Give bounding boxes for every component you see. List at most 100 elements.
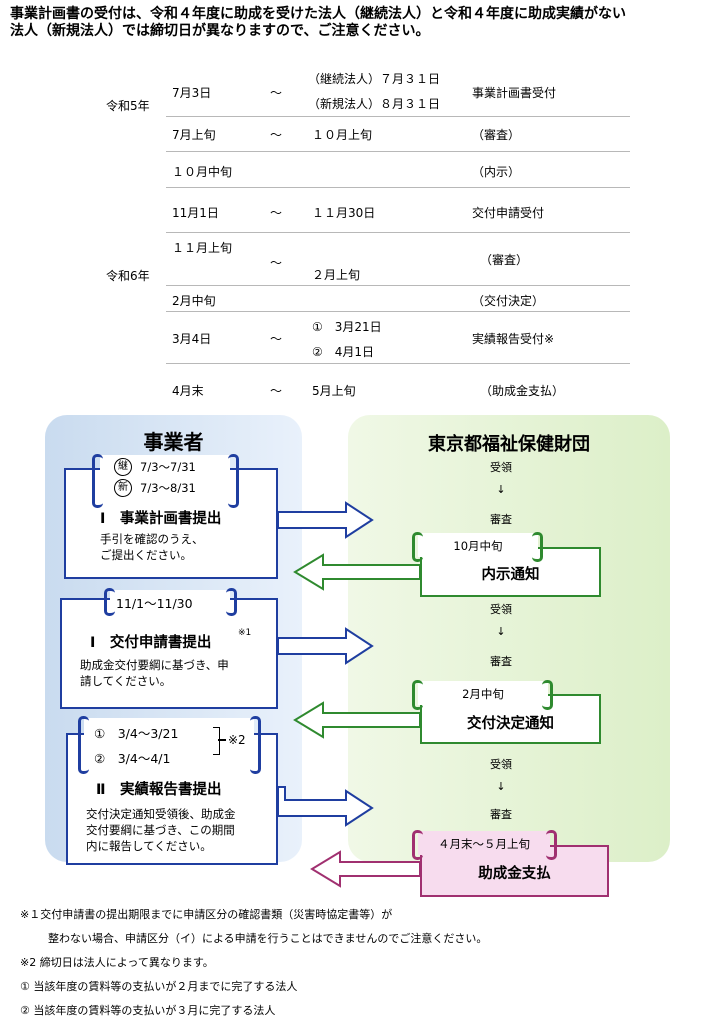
schedule-end: （継続法人）７月３１日	[308, 72, 441, 86]
bracket-left	[104, 588, 115, 616]
grant-application-box	[60, 598, 278, 709]
report-date-2: ② 3/4～4/1	[94, 751, 171, 766]
desc-line: 助成金交付要綱に基づき、申	[80, 658, 229, 672]
schedule-tilde: ～	[270, 206, 283, 220]
application-date-panel	[110, 590, 230, 612]
grant-application-desc: 助成金交付要綱に基づき、申 請してください。	[80, 657, 229, 689]
submit-arrow-3	[277, 786, 374, 827]
review-label: 審査	[490, 655, 512, 668]
continuing-date: 7/3～7/31	[140, 460, 196, 474]
continuing-badge: 継	[114, 458, 132, 476]
schedule-desc: （審査）	[472, 128, 521, 142]
row-divider	[166, 151, 630, 152]
schedule-desc: 交付申請受付	[472, 206, 545, 220]
decision-date: 2月中旬	[462, 687, 504, 701]
preliminary-notice-title: 内示通知	[481, 567, 540, 583]
schedule-start: 7月上旬	[172, 128, 216, 142]
note-mark-1: ※1	[238, 628, 252, 638]
note-1a: ※１交付申請書の提出期限までに申請区分の確認書類（災害時協定書等）が	[20, 908, 393, 921]
desc-line: 交付決定通知受領後、助成金	[86, 807, 236, 821]
row-divider	[166, 187, 630, 188]
report-date-1: ① 3/4～3/21	[94, 726, 179, 741]
down-arrow: ↓	[496, 625, 506, 638]
schedule-start: １１月上旬	[172, 241, 233, 255]
row-divider	[166, 311, 630, 312]
schedule-end: ① 3月21日	[312, 320, 382, 334]
payment-date-panel	[418, 831, 550, 855]
received-label: 受領	[490, 461, 512, 474]
row-divider	[166, 116, 630, 117]
applicant-title: 事業者	[143, 430, 204, 454]
notice-arrow-2	[293, 701, 421, 739]
year-reiwa6: 令和6年	[106, 269, 150, 283]
schedule-start: 4月末	[172, 384, 204, 398]
schedule-tilde: ～	[270, 128, 283, 142]
decision-date-panel	[418, 681, 548, 705]
payment-title: 助成金支払	[478, 866, 551, 882]
down-arrow: ↓	[496, 780, 506, 793]
new-date: 7/3～8/31	[140, 481, 196, 495]
review-label: 審査	[490, 808, 512, 821]
down-arrow: ↓	[496, 483, 506, 496]
schedule-desc: 事業計画書受付	[472, 86, 557, 100]
bracket-left	[78, 716, 89, 774]
schedule-tilde: ～	[270, 86, 283, 100]
note-mark-2: ※2	[228, 733, 246, 747]
schedule-end: １０月上旬	[312, 128, 373, 142]
bracket-right	[250, 716, 261, 774]
desc-line: 交付要綱に基づき、この期間	[86, 823, 235, 837]
row-divider	[166, 285, 630, 286]
intro-line-2: 法人（新規法人）では締切日が異なりますので、ご注意ください。	[10, 23, 430, 39]
schedule-desc: 実績報告受付※	[472, 332, 555, 346]
received-label: 受領	[490, 603, 512, 616]
bracket-left	[412, 532, 423, 562]
notice-date: 10月中旬	[453, 539, 503, 553]
bracket-left	[92, 454, 103, 508]
footnotes: ※１交付申請書の提出期限までに申請区分の確認書類（災害時協定書等）が 整わない場…	[20, 903, 487, 1023]
new-badge: 新	[114, 479, 132, 497]
note-4: ② 当該年度の賃料等の支払いが３月に完了する法人	[20, 1004, 276, 1017]
schedule-end: 5月上旬	[312, 384, 356, 398]
foundation-title: 東京都福祉保健財団	[428, 434, 590, 455]
schedule-desc: （交付決定）	[472, 294, 545, 308]
schedule-end: １１月30日	[312, 206, 376, 220]
bracket-right	[542, 680, 553, 710]
schedule-tilde: ～	[270, 256, 283, 270]
schedule-desc: （助成金支払）	[480, 384, 565, 398]
intro-line-1: 事業計画書の受付は、令和４年度に助成を受けた法人（継続法人）と令和４年度に助成実…	[10, 6, 626, 22]
desc-line: 手引を確認のうえ、	[100, 532, 204, 546]
notice-arrow-1	[293, 553, 421, 591]
schedule-desc: （審査）	[480, 253, 529, 267]
desc-line: ご提出ください。	[100, 548, 192, 562]
intro-text: 事業計画書の受付は、令和４年度に助成を受けた法人（継続法人）と令和４年度に助成実…	[10, 6, 700, 40]
grant-application-title: Ⅰ 交付申請書提出	[90, 635, 212, 651]
plan-submission-title: Ⅰ 事業計画書提出	[100, 511, 222, 527]
notice-date-panel	[418, 533, 538, 557]
schedule-tilde: ～	[270, 384, 283, 398]
submit-arrow-1	[277, 501, 374, 539]
bracket-left	[412, 830, 423, 860]
schedule-start: 7月3日	[172, 86, 212, 100]
schedule-desc: （内示）	[472, 165, 521, 179]
year-reiwa5: 令和5年	[106, 99, 150, 113]
row-divider	[166, 232, 630, 233]
schedule-end: ２月上旬	[312, 268, 361, 282]
result-report-title: Ⅱ 実績報告書提出	[96, 782, 222, 798]
bracket-right	[228, 454, 239, 508]
review-label: 審査	[490, 513, 512, 526]
grant-decision-title: 交付決定通知	[467, 716, 554, 732]
desc-line: 内に報告してください。	[86, 839, 212, 853]
note-2: ※2 締切日は法人によって異なります。	[20, 956, 214, 969]
submit-arrow-2	[277, 627, 374, 665]
bracket-left	[412, 680, 423, 710]
schedule-end: （新規法人）８月３１日	[308, 97, 441, 111]
schedule-tilde: ～	[270, 332, 283, 346]
plan-submission-desc: 手引を確認のうえ、 ご提出ください。	[100, 531, 204, 563]
application-date: 11/1～11/30	[116, 596, 193, 611]
received-label: 受領	[490, 758, 512, 771]
schedule-end: ② 4月1日	[312, 345, 375, 359]
desc-line: 請してください。	[80, 674, 172, 688]
note-1b: 整わない場合、申請区分（イ）による申請を行うことはできませんのでご注意ください。	[48, 932, 488, 945]
date-group-brace-tick	[218, 739, 226, 741]
